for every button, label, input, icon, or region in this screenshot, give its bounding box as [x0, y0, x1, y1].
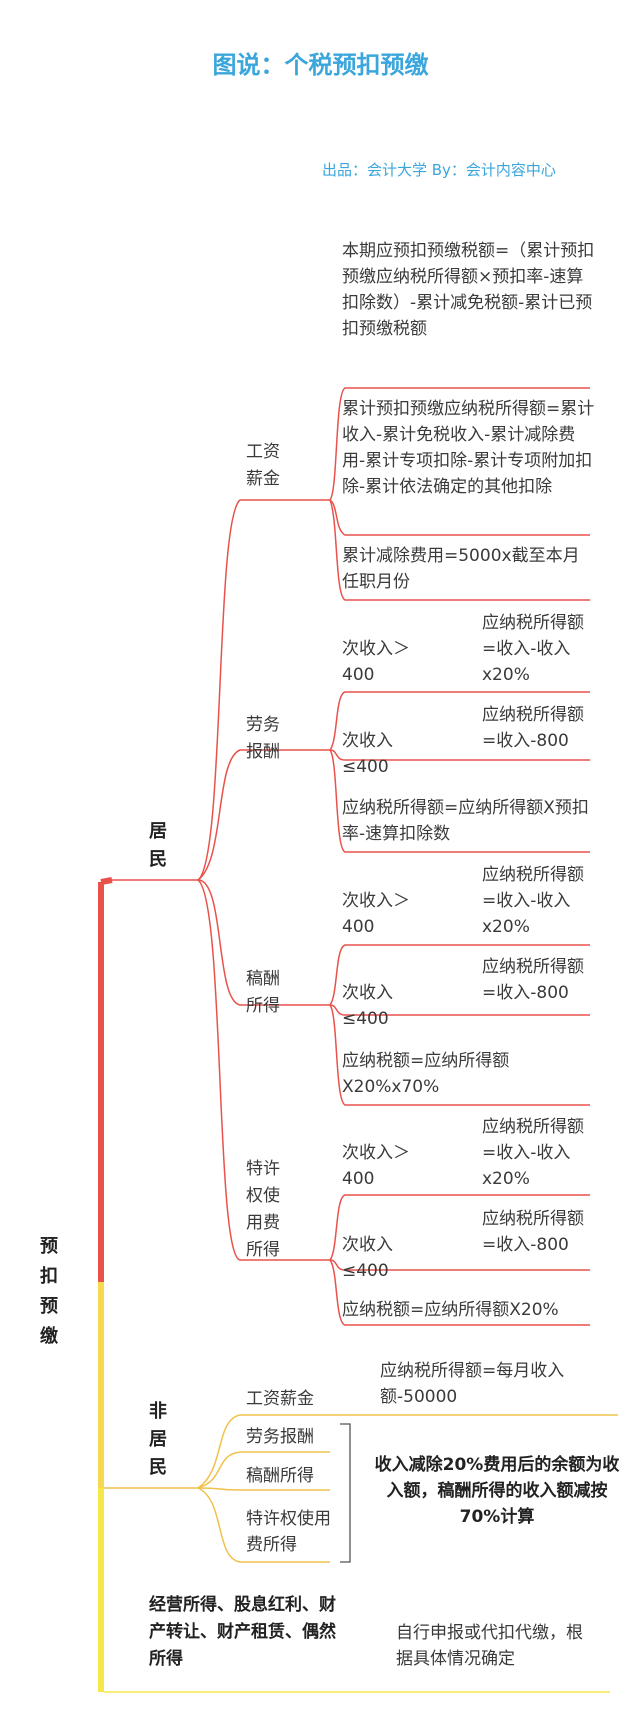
author-node: 稿酬所得 — [246, 969, 280, 1016]
royalty-case-1-formula: 应纳税所得额=收入-收入x20% — [482, 1117, 584, 1189]
nonresident-labor: 劳务报酬 — [246, 1427, 314, 1447]
labor-case-2: 次收入≤400 — [342, 731, 393, 777]
author-formula: 应纳税额=应纳所得额X20%x70% — [342, 1051, 510, 1097]
labor-case-1-formula: 应纳税所得额=收入-收入x20% — [482, 613, 584, 685]
nonresident-bracket — [340, 1423, 351, 1563]
nonresident-note: 收入减除20%费用后的余额为收入额，稿酬所得的收入额减按70%计算 — [374, 1455, 620, 1527]
royalty-formula: 应纳税额=应纳所得额X20% — [342, 1300, 559, 1320]
root-node: 预扣预缴 — [40, 1236, 58, 1347]
author-case-2-formula: 应纳税所得额=收入-800 — [482, 957, 584, 1003]
salary-node: 工资薪金 — [246, 442, 280, 489]
royalty-case-2: 次收入≤400 — [342, 1235, 393, 1281]
nonresident-node: 非居民 — [149, 1401, 167, 1478]
other-income-note: 自行申报或代扣代缴，根据具体情况确定 — [396, 1623, 583, 1669]
resident-branches — [104, 387, 590, 1326]
other-income-node: 经营所得、股息红利、财产转让、财产租赁、偶然所得 — [149, 1595, 336, 1669]
author-case-2: 次收入≤400 — [342, 983, 393, 1029]
author-case-1-formula: 应纳税所得额=收入-收入x20% — [482, 865, 584, 937]
page-title: 图说：个税预扣预缴 — [212, 51, 429, 79]
royalty-node: 特许权使用费所得 — [246, 1159, 280, 1260]
royalty-case-2-formula: 应纳税所得额=收入-800 — [482, 1209, 584, 1255]
nonresident-salary: 工资薪金 — [246, 1389, 314, 1409]
labor-formula: 应纳税所得额=应纳所得额X预扣率-速算扣除数 — [342, 798, 589, 844]
labor-node: 劳务报酬 — [246, 715, 280, 762]
author-case-1: 次收入＞400 — [342, 891, 410, 937]
labor-case-2-formula: 应纳税所得额=收入-800 — [482, 705, 584, 751]
resident-node: 居民 — [149, 821, 167, 870]
nonresident-salary-formula: 应纳税所得额=每月收入额-50000 — [380, 1361, 565, 1407]
nonresident-royalty: 特许权使用费所得 — [246, 1509, 331, 1555]
nonresident-branches — [104, 1414, 618, 1563]
royalty-case-1: 次收入＞400 — [342, 1143, 410, 1189]
labor-case-1: 次收入＞400 — [342, 639, 410, 685]
salary-formula-2: 累计预扣预缴应纳税所得额=累计收入-累计免税收入-累计减除费用-累计专项扣除-累… — [342, 399, 595, 497]
credit-line: 出品：会计大学 By：会计内容中心 — [322, 161, 556, 179]
salary-formula-3: 累计减除费用=5000x截至本月任职月份 — [342, 546, 580, 592]
nonresident-author: 稿酬所得 — [246, 1466, 314, 1486]
salary-formula-1: 本期应预扣预缴税额=（累计预扣预缴应纳税所得额×预扣率-速算扣除数）-累计减免税… — [342, 241, 595, 339]
